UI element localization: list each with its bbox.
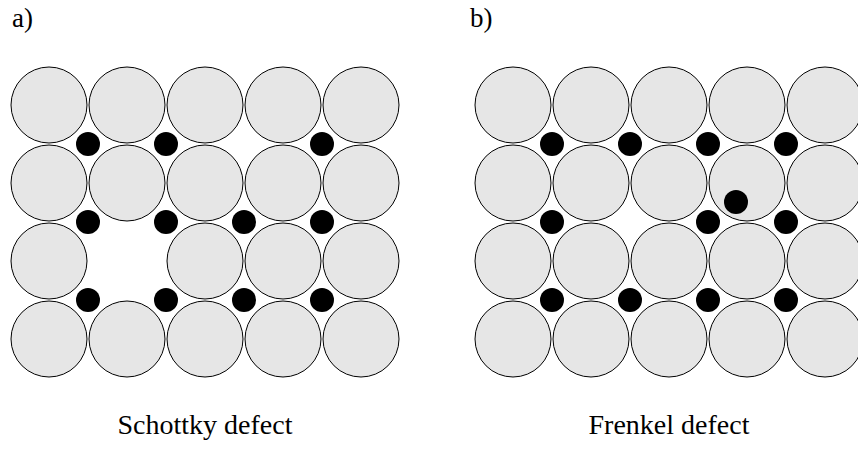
- large-ion: [475, 301, 551, 377]
- large-ion: [553, 145, 629, 221]
- large-ion: [475, 67, 551, 143]
- large-ion: [245, 145, 321, 221]
- small-ion: [774, 132, 798, 156]
- large-ion: [709, 145, 785, 221]
- large-ion: [167, 145, 243, 221]
- large-ion: [245, 223, 321, 299]
- small-ion: [154, 288, 178, 312]
- large-ion: [245, 67, 321, 143]
- large-ion: [245, 301, 321, 377]
- small-ion: [774, 210, 798, 234]
- small-ion: [540, 210, 564, 234]
- small-ion: [76, 132, 100, 156]
- small-ion: [154, 210, 178, 234]
- large-ion: [167, 223, 243, 299]
- interstitial-ion: [724, 190, 748, 214]
- large-ion: [475, 145, 551, 221]
- large-ion: [11, 145, 87, 221]
- large-ion: [167, 67, 243, 143]
- large-ions-left: [11, 67, 399, 377]
- large-ion: [709, 223, 785, 299]
- small-ion: [618, 132, 642, 156]
- large-ion: [11, 67, 87, 143]
- small-ion: [154, 132, 178, 156]
- large-ion: [323, 67, 399, 143]
- large-ion: [631, 67, 707, 143]
- small-ions-right: [540, 132, 798, 312]
- large-ion: [89, 145, 165, 221]
- small-ion: [76, 288, 100, 312]
- large-ion: [631, 301, 707, 377]
- panel-letter: b): [470, 2, 493, 34]
- large-ion: [11, 301, 87, 377]
- large-ion: [787, 145, 858, 221]
- small-ion: [540, 288, 564, 312]
- small-ion: [310, 132, 334, 156]
- large-ion: [553, 67, 629, 143]
- large-ion: [787, 67, 858, 143]
- small-ion: [310, 288, 334, 312]
- large-ion: [89, 67, 165, 143]
- small-ion: [696, 132, 720, 156]
- large-ion: [323, 145, 399, 221]
- small-ions-left: [76, 132, 334, 312]
- large-ion: [89, 301, 165, 377]
- large-ion: [323, 301, 399, 377]
- large-ion: [787, 223, 858, 299]
- large-ions-right: [475, 67, 858, 377]
- large-ion: [787, 301, 858, 377]
- small-ion: [618, 288, 642, 312]
- small-ion: [310, 210, 334, 234]
- large-ion: [323, 223, 399, 299]
- large-ion: [167, 301, 243, 377]
- small-ion: [232, 288, 256, 312]
- panel-caption: Schottky defect: [118, 408, 293, 442]
- large-ion: [553, 223, 629, 299]
- large-ion: [553, 301, 629, 377]
- large-ion: [709, 301, 785, 377]
- large-ion: [631, 223, 707, 299]
- large-ion: [709, 67, 785, 143]
- small-ion: [540, 132, 564, 156]
- small-ion: [696, 210, 720, 234]
- large-ion: [631, 145, 707, 221]
- small-ion: [696, 288, 720, 312]
- panel-letter: a): [12, 2, 33, 34]
- large-ion: [475, 223, 551, 299]
- small-ion: [774, 288, 798, 312]
- small-ion: [76, 210, 100, 234]
- large-ion: [11, 223, 87, 299]
- panel-caption: Frenkel defect: [589, 408, 750, 442]
- small-ion: [232, 210, 256, 234]
